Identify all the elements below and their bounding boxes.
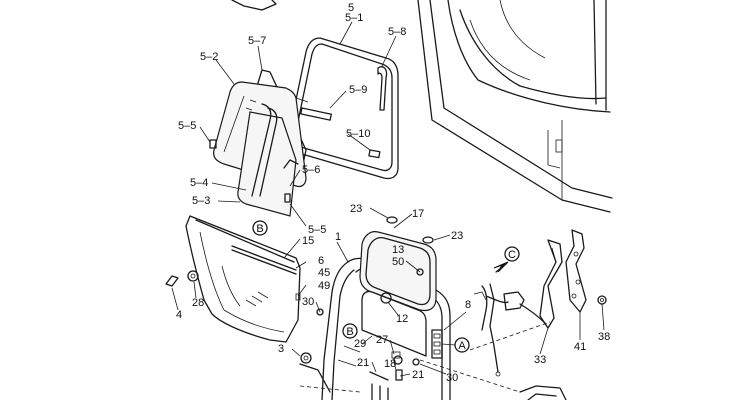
label-30-lower: 30 <box>446 372 458 384</box>
label-17: 17 <box>412 208 424 220</box>
hook-4 <box>165 275 179 287</box>
label-5-4: 5–4 <box>190 177 208 189</box>
leader-lines <box>171 21 605 377</box>
label-38: 38 <box>598 331 610 343</box>
label-21-left: 21 <box>357 357 369 369</box>
screw-50 <box>416 268 424 276</box>
label-23-left: 23 <box>350 203 362 215</box>
callout-b-lower: B <box>342 323 358 339</box>
label-5-2: 5–2 <box>200 51 218 63</box>
upper-door-frame-5-1 <box>287 37 399 180</box>
svg-text:B: B <box>346 326 353 338</box>
window-glass-13 <box>359 231 437 312</box>
label-28: 28 <box>192 297 204 309</box>
cab-roof-piece <box>231 0 277 11</box>
catch-5-10 <box>368 149 381 159</box>
screw-30a <box>316 308 324 316</box>
part-labels: 5 5–1 5–7 5–8 5–2 5–9 5–5 5–10 5–6 5–4 5… <box>176 2 610 384</box>
label-33: 33 <box>534 354 546 366</box>
nut-38 <box>597 295 607 305</box>
callout-c: C <box>493 246 520 273</box>
label-13: 13 <box>392 244 404 256</box>
label-5-7: 5–7 <box>248 35 266 47</box>
label-4: 4 <box>176 309 182 321</box>
svg-text:C: C <box>508 249 516 261</box>
runner-5-8 <box>377 66 388 111</box>
label-49: 49 <box>318 280 330 292</box>
label-5-8: 5–8 <box>388 26 406 38</box>
label-23-right: 23 <box>451 230 463 242</box>
label-5: 5 <box>348 2 354 14</box>
label-29: 29 <box>354 338 366 350</box>
wiring-harness <box>473 283 547 377</box>
label-27: 27 <box>376 334 388 346</box>
nut-3 <box>300 352 312 364</box>
label-1: 1 <box>335 231 341 243</box>
label-5-6: 5–6 <box>302 164 320 176</box>
label-5-1: 5–1 <box>345 12 363 24</box>
bolt-23a <box>386 216 398 224</box>
clip-5-5 <box>209 139 217 149</box>
clip-49 <box>295 293 301 301</box>
svg-text:B: B <box>256 223 263 235</box>
label-50: 50 <box>392 256 404 268</box>
handle-12 <box>380 292 392 304</box>
latch-5-9 <box>295 97 332 121</box>
weather-strip-33 <box>539 239 563 329</box>
label-30-upper: 30 <box>302 296 314 308</box>
label-5-10: 5–10 <box>346 128 370 140</box>
label-18: 18 <box>384 358 396 370</box>
hinge-8 <box>431 329 443 359</box>
label-5-5-upper: 5–5 <box>178 120 196 132</box>
rails-5-4-5-6 <box>251 103 299 197</box>
label-15: 15 <box>302 235 314 247</box>
screw-30b <box>412 358 420 366</box>
label-12: 12 <box>396 313 408 325</box>
label-5-5-lower: 5–5 <box>308 224 326 236</box>
label-41: 41 <box>574 341 586 353</box>
label-5-9: 5–9 <box>349 84 367 96</box>
callout-b-upper: B <box>252 220 268 236</box>
label-45: 45 <box>318 267 330 279</box>
lower-panel-15 <box>185 215 301 343</box>
cab-frame <box>417 0 613 213</box>
seal-strip-6 <box>231 245 297 275</box>
label-8: 8 <box>465 299 471 311</box>
svg-text:A: A <box>458 340 466 352</box>
label-5-3: 5–3 <box>192 195 210 207</box>
label-3: 3 <box>278 343 284 355</box>
washer-28 <box>187 270 199 282</box>
clip-5-5b <box>284 193 291 203</box>
label-6: 6 <box>318 255 324 267</box>
bolt-23b <box>422 236 434 244</box>
bracket-41 <box>565 229 587 313</box>
callout-a: A <box>441 337 470 353</box>
label-21-right: 21 <box>412 369 424 381</box>
